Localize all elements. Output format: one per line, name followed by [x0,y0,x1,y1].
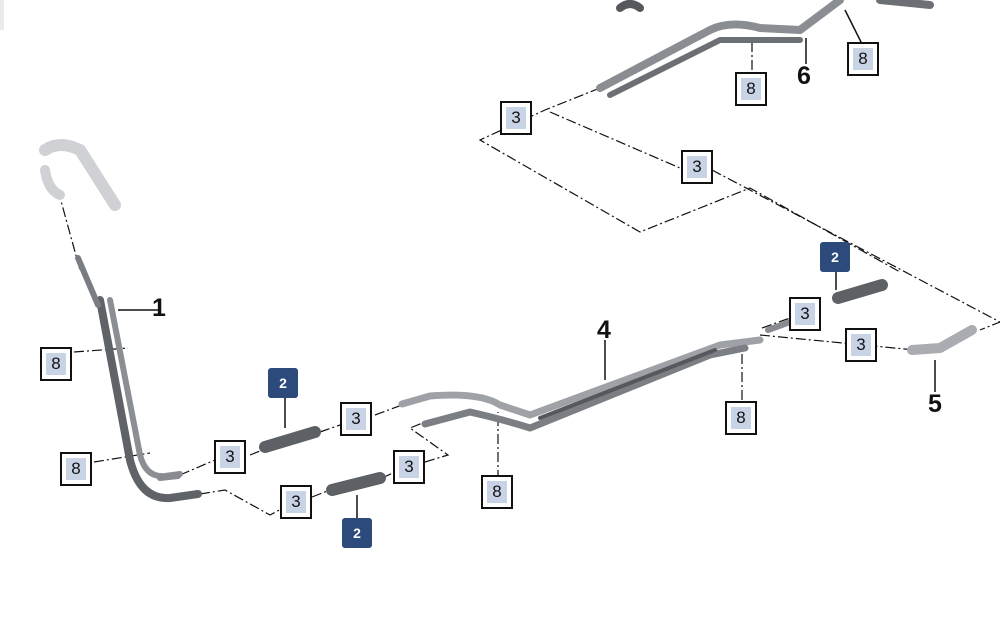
callout-3-mid-d: 3 [280,485,312,519]
dash-line-3-b [249,446,271,456]
pipe-part-6-a [596,0,844,92]
part-label-4: 4 [591,312,611,345]
pipe-part-4-upper [398,336,764,419]
dash-line-3-c [319,424,341,433]
part-label-1: 1 [146,290,166,323]
hose-2-left [259,426,321,453]
dash-line-right-short [761,317,791,329]
callout-2-right: 2 [820,242,850,272]
dash-line-right-long [711,169,1000,331]
hose-2-lower [326,472,386,496]
callout-3-mid-c: 3 [393,450,425,484]
fitting-faded [39,139,121,211]
callout-8-left-a: 8 [40,347,72,381]
callout-3-mid-b: 3 [340,402,372,436]
callout-8-top-a: 8 [735,72,767,106]
dash-line-top-1 [57,189,81,271]
pipe-part-1-top [75,255,101,308]
callout-8-right: 8 [725,401,757,435]
pipe-part-4-lower [421,344,749,432]
callout-8-left-b: 8 [60,452,92,486]
part-label-6: 6 [791,58,811,91]
pipe-part-1-a [96,296,202,503]
callout-2-mid-bottom: 2 [342,518,372,548]
callout-3-top-left: 3 [500,101,532,135]
dash-line-lower-b [311,489,331,498]
dash-line-3-d [374,404,403,416]
pipes [39,0,977,503]
dash-line-right-3 [759,334,916,351]
leader-lines [118,9,936,520]
callout-8-top-b: 8 [847,42,879,76]
dash-line-lower [199,489,286,516]
dash-line-8-left-b [93,452,151,463]
callout-8-mid: 8 [481,475,513,509]
dash-line-top-left [478,87,901,273]
hose-2-right [832,279,888,304]
pipe-part-5 [907,325,977,355]
edge-strip [0,0,4,30]
pipe-part-6-b [607,37,803,98]
callout-3-mid-a: 3 [214,440,246,474]
callout-3-top-mid: 3 [681,150,713,184]
dash-line-top-mid [549,111,681,169]
callout-3-right-a: 3 [789,297,821,331]
dash-line-3-a [179,459,216,476]
dash-line-lower-d [408,421,450,463]
part-label-5: 5 [922,386,942,419]
callout-3-right-b: 3 [845,328,877,362]
callout-2-mid-top: 2 [268,368,298,398]
